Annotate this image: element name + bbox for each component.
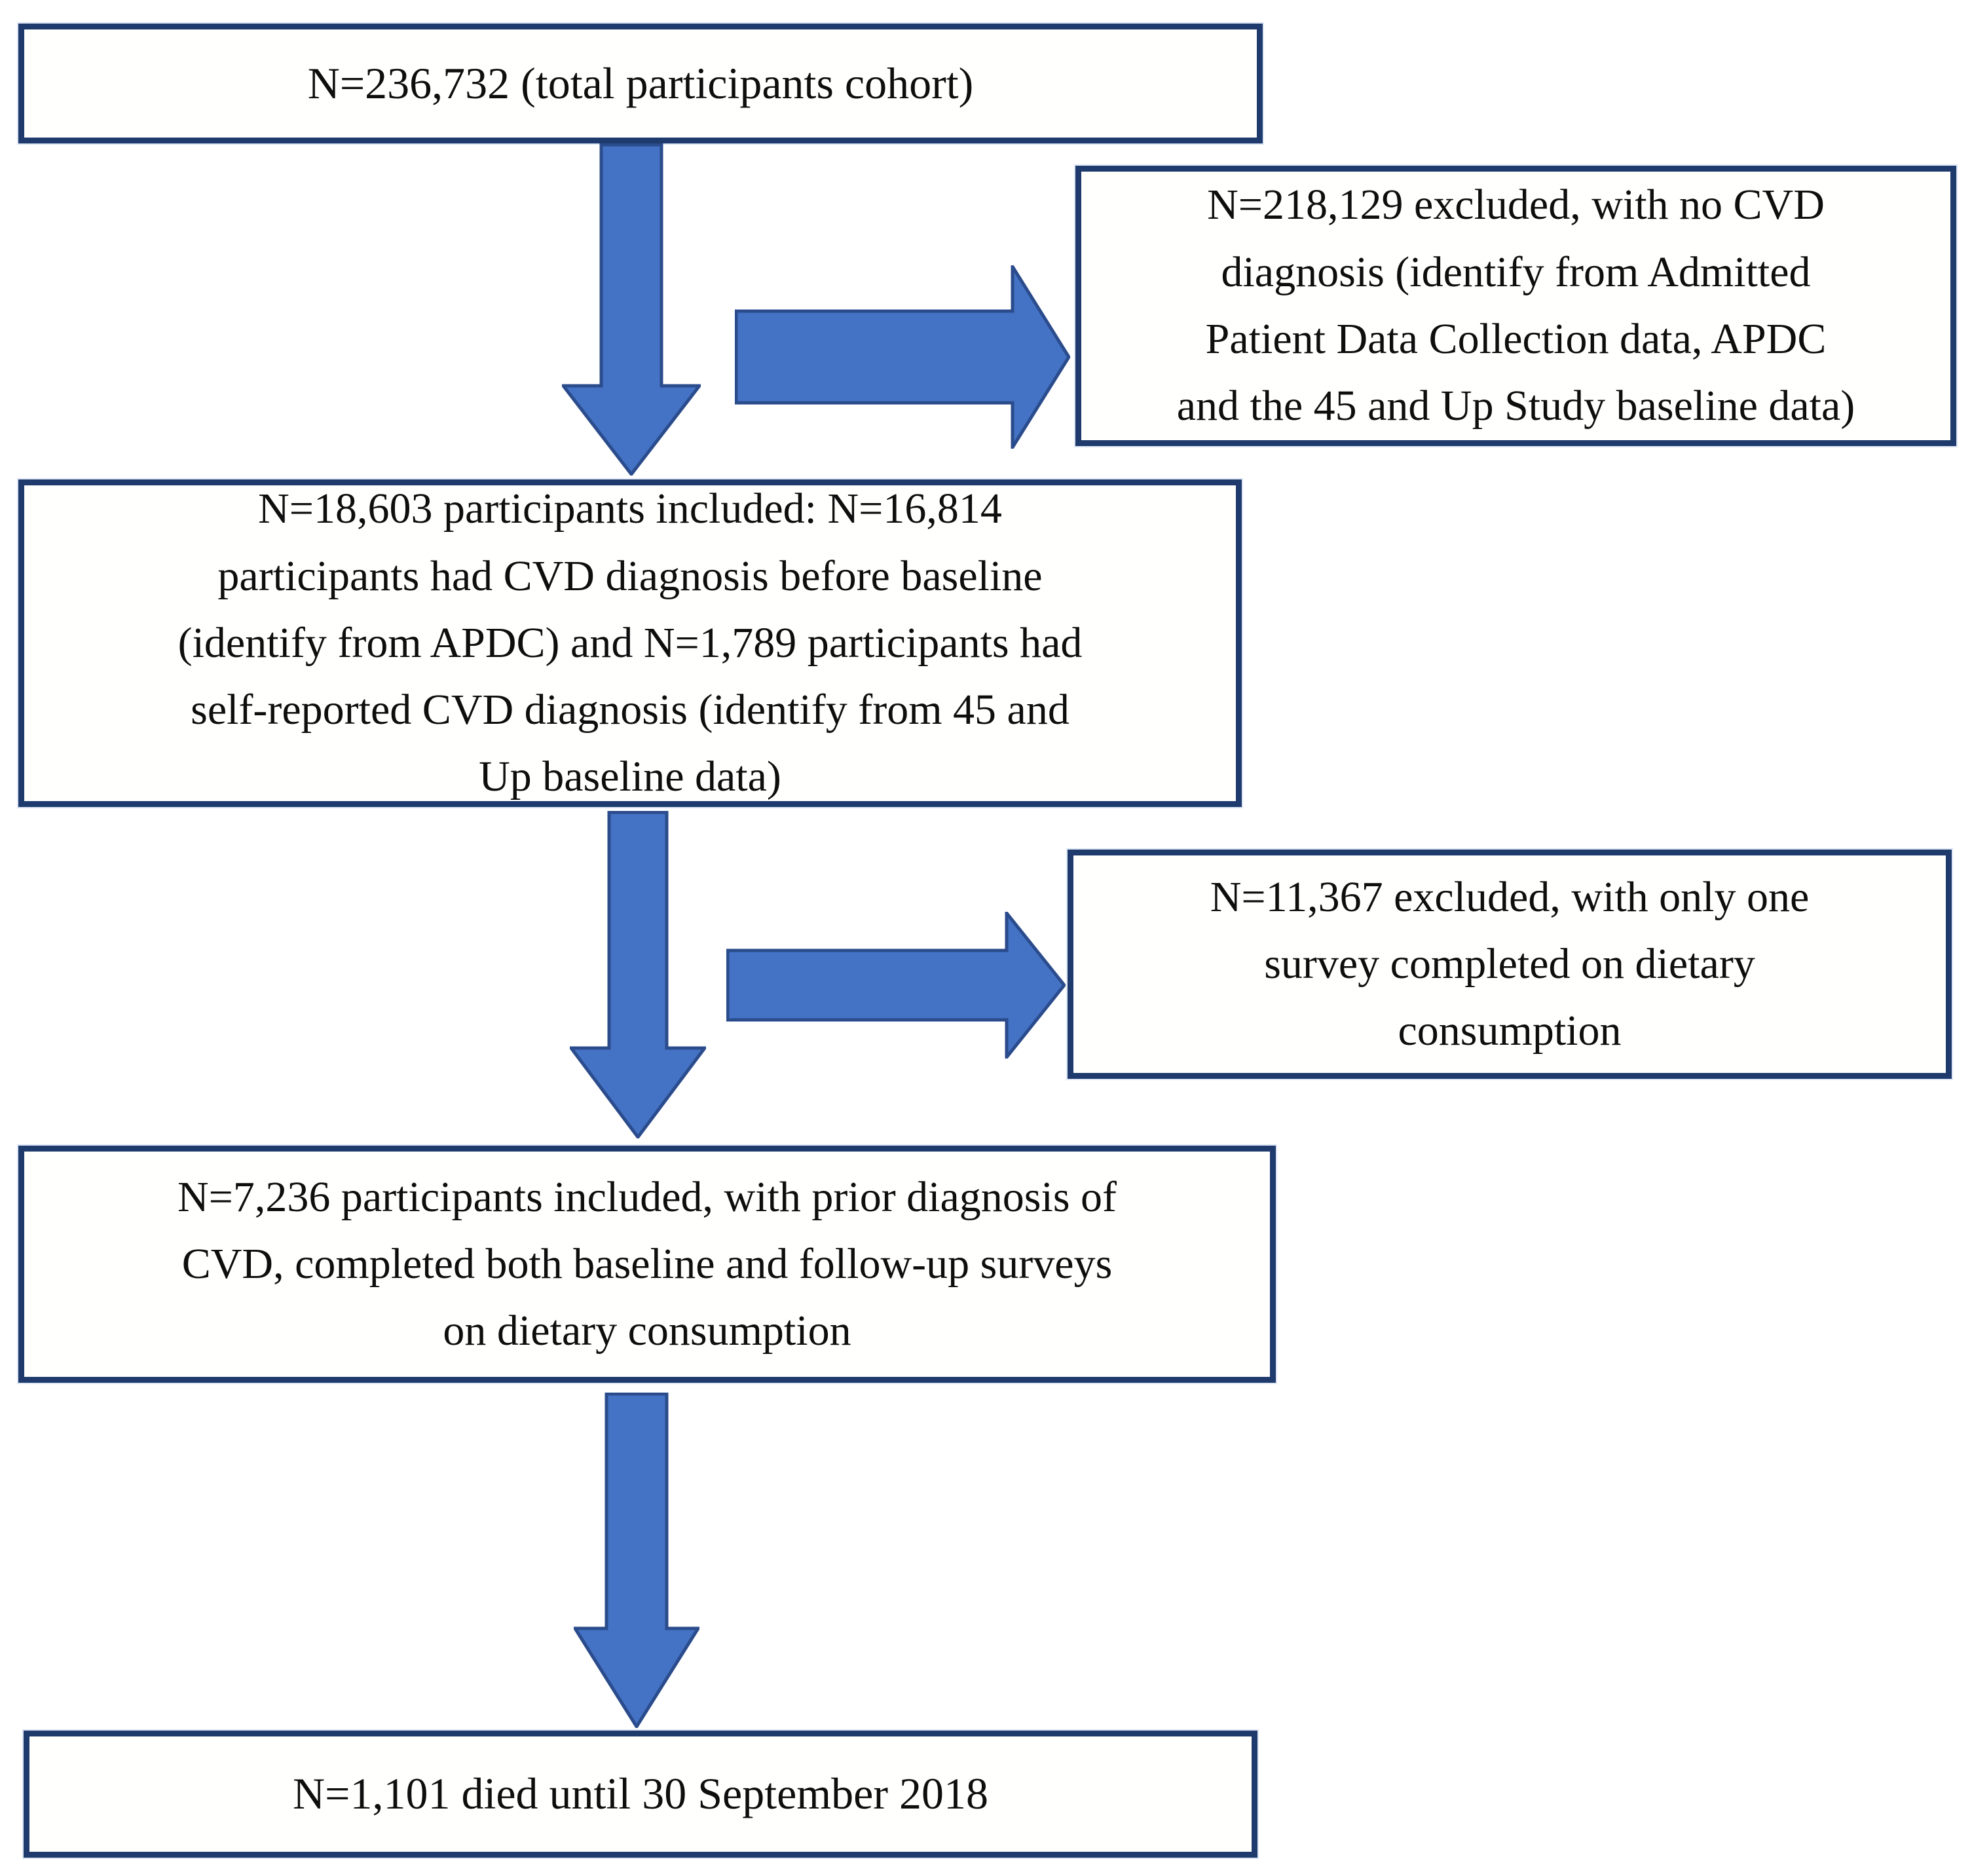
flow-node-excluded-no-cvd-text: N=218,129 excluded, with no CVD diagnosi… — [1176, 181, 1855, 430]
flow-arrow-down-2 — [570, 811, 706, 1138]
flow-node-included-cvd-diagnosis: N=18,603 participants included: N=16,814… — [18, 479, 1242, 807]
flow-node-included-both-surveys-text: N=7,236 participants included, with prio… — [177, 1172, 1117, 1355]
flow-node-excluded-one-survey: N=11,367 excluded, with only one survey … — [1068, 850, 1952, 1079]
flow-node-total-cohort-text: N=236,732 (total participants cohort) — [307, 58, 974, 108]
flow-node-died-followup-text: N=1,101 died until 30 September 2018 — [292, 1769, 988, 1819]
flow-node-total-cohort: N=236,732 (total participants cohort) — [18, 24, 1263, 143]
flow-node-excluded-no-cvd: N=218,129 excluded, with no CVD diagnosi… — [1075, 166, 1956, 446]
flow-node-excluded-one-survey-text: N=11,367 excluded, with only one survey … — [1210, 872, 1810, 1055]
flow-node-died-followup: N=1,101 died until 30 September 2018 — [24, 1731, 1257, 1858]
flow-node-included-cvd-diagnosis-text: N=18,603 participants included: N=16,814… — [177, 485, 1083, 801]
exclusion-arrow-right-1 — [735, 265, 1070, 449]
flow-arrow-down-3 — [574, 1393, 699, 1728]
flow-node-included-both-surveys: N=7,236 participants included, with prio… — [18, 1146, 1276, 1383]
flow-arrow-down-1 — [562, 143, 701, 476]
exclusion-arrow-right-2 — [726, 912, 1066, 1059]
